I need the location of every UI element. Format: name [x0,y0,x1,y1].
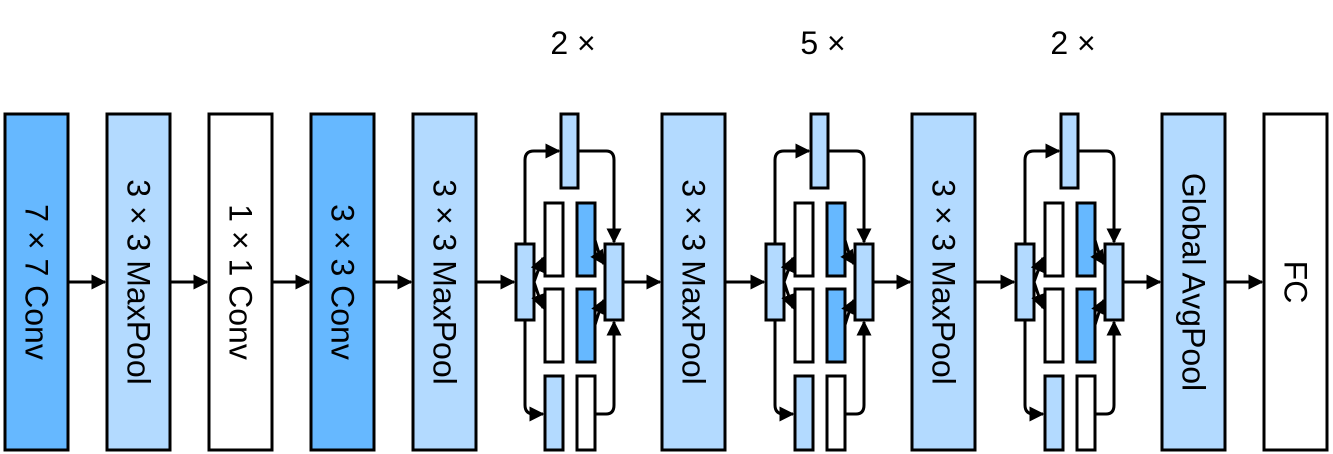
inception-concat-bar [603,242,625,322]
layer-global-avgpool: Global AvgPool [1160,112,1227,452]
inception-branch-box [793,201,815,278]
inception-branch-box [575,287,597,364]
inception-branch-box [793,374,815,452]
inception-branch-box [825,374,847,452]
layer-block [3,112,70,452]
layer-block [1262,112,1329,452]
inception-connector-arrow [531,281,546,310]
layer-label: 3 × 3 MaxPool [676,179,712,384]
inception-connector-arrow [781,281,796,310]
layer-3x3-maxpool-4: 3 × 3 MaxPool [910,112,977,452]
inception-connector-arrow [828,149,872,244]
layer-block [660,112,727,452]
inception-module-3 [1014,112,1125,452]
inception-connector-arrow [1078,149,1122,244]
layer-label: Global AvgPool [1176,173,1212,391]
inception-branch-box [1075,287,1097,364]
inception-connector-arrow [595,320,622,416]
inception-connector-arrow [591,298,606,326]
inception-connector-arrow [1031,281,1046,310]
inception-branch-box [543,201,565,278]
inception-concat-bar [1103,242,1125,322]
inception-connector-arrow [1091,298,1106,326]
inception-concat-bar [853,242,875,322]
inception-split-bar [764,242,786,322]
inception-top-branch [1059,112,1080,190]
inception-branch-box [543,287,565,364]
inception-connector-arrow [1023,143,1061,244]
layer-3x3-conv: 3 × 3 Conv [309,112,376,452]
repeat-label-inception-3: 2 × [1050,25,1095,61]
layer-label: FC [1278,261,1314,304]
layer-label: 1 × 1 Conv [223,204,259,360]
layer-block [207,112,274,452]
layer-block [411,112,478,452]
layer-3x3-maxpool-1: 3 × 3 MaxPool [105,112,172,452]
inception-top-branch [809,112,830,190]
inception-branch-box [1043,374,1065,452]
layer-block [910,112,977,452]
inception-branch-box [1043,201,1065,278]
layer-label: 7 × 7 Conv [19,204,55,360]
layer-fc: FC [1262,112,1329,452]
inception-split-bar [514,242,536,322]
layer-block [105,112,172,452]
inception-connector-arrow [780,256,795,283]
layer-block [1160,112,1227,452]
inception-branch-box [543,374,565,452]
inception-branch-box [1075,201,1097,278]
inception-connector-arrow [841,298,856,326]
inception-connector-arrow [590,239,606,266]
inception-connector-arrow [840,239,856,266]
repeat-label-inception-1: 2 × [550,25,595,61]
inception-connector-arrow [1090,239,1106,266]
layer-label: 3 × 3 MaxPool [121,179,157,384]
inception-branch-box [1043,287,1065,364]
inception-branch-box [825,201,847,278]
inception-branch-box [793,287,815,364]
inception-connector-arrow [773,320,795,422]
layer-3x3-maxpool-3: 3 × 3 MaxPool [660,112,727,452]
inception-connector-arrow [523,320,545,422]
layer-3x3-maxpool-2: 3 × 3 MaxPool [411,112,478,452]
inception-module-1 [514,112,625,452]
inception-connector-arrow [1095,320,1122,416]
inception-connector-arrow [578,149,622,244]
inception-branch-box [575,201,597,278]
inception-connector-arrow [1030,256,1045,283]
layer-1x1-conv: 1 × 1 Conv [207,112,274,452]
inception-top-branch [559,112,580,190]
layer-label: 3 × 3 MaxPool [427,179,463,384]
inception-branch-box [1075,374,1097,452]
inception-branch-box [825,287,847,364]
inception-connector-arrow [773,143,811,244]
inception-branch-box [575,374,597,452]
layer-7x7-conv: 7 × 7 Conv [3,112,70,452]
repeat-label-inception-2: 5 × [800,25,845,61]
inception-module-2 [764,112,875,452]
layer-label: 3 × 3 Conv [325,204,361,360]
inception-connector-arrow [1023,320,1045,422]
inception-connector-arrow [530,256,545,283]
inception-blocks [514,112,1125,452]
layer-label: 3 × 3 MaxPool [926,179,962,384]
inception-split-bar [1014,242,1036,322]
inception-connector-arrow [845,320,872,416]
inception-connector-arrow [523,143,561,244]
